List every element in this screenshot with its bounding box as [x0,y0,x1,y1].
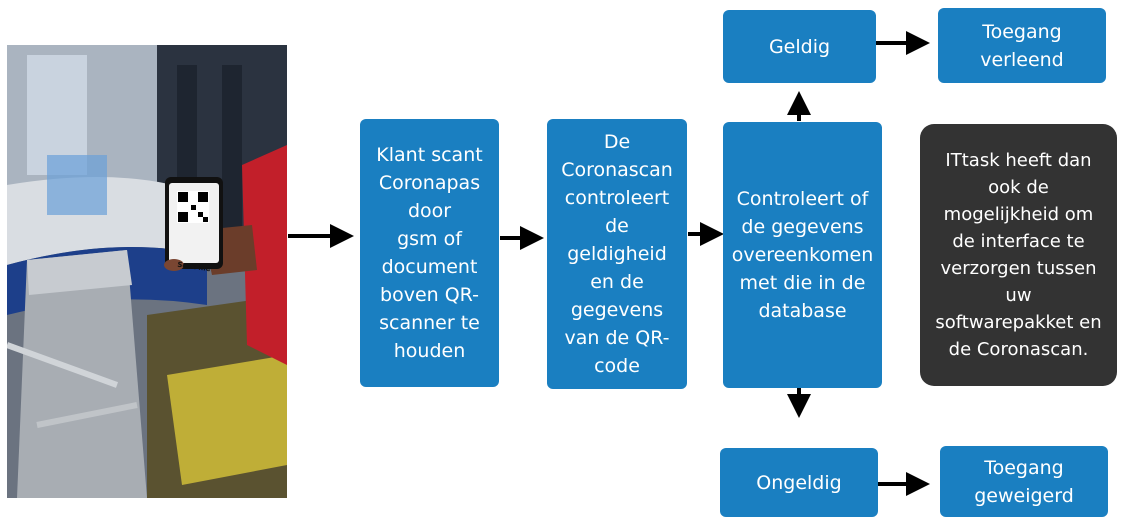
invalid-box: Ongeldig [720,448,878,517]
step-compare-box: Controleert of de gegevens overeenkomen … [723,122,882,388]
valid-text: Geldig [768,35,831,58]
ittask-note-box: ITtask heeft dan ook de mogelijkheid om … [920,124,1117,386]
step-compare-text: Controleert of de gegevens overeenkomen … [731,188,874,322]
access-granted-text: Toegang verleend [980,20,1064,71]
step-scan-box: Klant scant Coronapas door gsm of docume… [360,119,499,387]
access-denied-box: Toegang geweigerd [940,446,1108,517]
invalid-text: Ongeldig [756,471,842,494]
access-denied-text: Toegang geweigerd [974,456,1074,507]
turnstile-photo: Scan me [7,45,287,498]
step-check-text: De Coronascan controleert de geldigheid … [561,131,673,377]
step-scan-text: Klant scant Coronapas door gsm of docume… [376,144,483,362]
valid-box: Geldig [723,10,876,83]
step-check-box: De Coronascan controleert de geldigheid … [547,119,687,389]
access-granted-box: Toegang verleend [938,8,1106,83]
ittask-note-text: ITtask heeft dan ook de mogelijkheid om … [935,150,1102,360]
